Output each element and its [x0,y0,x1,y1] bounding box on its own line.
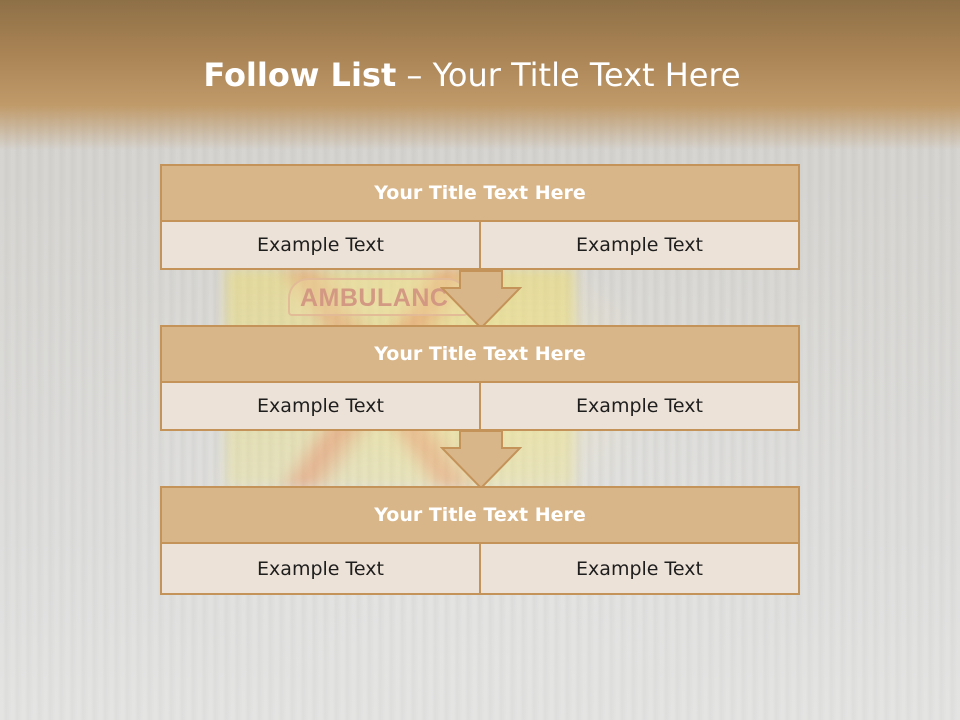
block-row: Example Text Example Text [162,222,798,268]
slide-title[interactable]: Follow List – Your Title Text Here [0,56,944,94]
block-cell-right[interactable]: Example Text [479,383,798,429]
block-row: Example Text Example Text [162,383,798,429]
block-title[interactable]: Your Title Text Here [162,166,798,222]
list-block-1[interactable]: Your Title Text Here Example Text Exampl… [160,164,800,270]
block-row: Example Text Example Text [162,544,798,593]
block-title[interactable]: Your Title Text Here [162,488,798,544]
block-cell-left[interactable]: Example Text [257,234,384,256]
block-title[interactable]: Your Title Text Here [162,327,798,383]
block-cell-left[interactable]: Example Text [257,395,384,417]
list-block-3[interactable]: Your Title Text Here Example Text Exampl… [160,486,800,595]
ambulance-sign: AMBULANC [288,278,468,316]
down-arrow-icon [440,430,522,490]
block-cell-right[interactable]: Example Text [479,544,798,593]
list-block-2[interactable]: Your Title Text Here Example Text Exampl… [160,325,800,431]
down-arrow-icon [440,270,522,330]
block-cell-left[interactable]: Example Text [257,557,384,580]
title-band [0,0,960,150]
slide-title-bold: Follow List [203,56,397,94]
block-cell-right[interactable]: Example Text [479,222,798,268]
slide-title-rest: – Your Title Text Here [396,56,741,94]
